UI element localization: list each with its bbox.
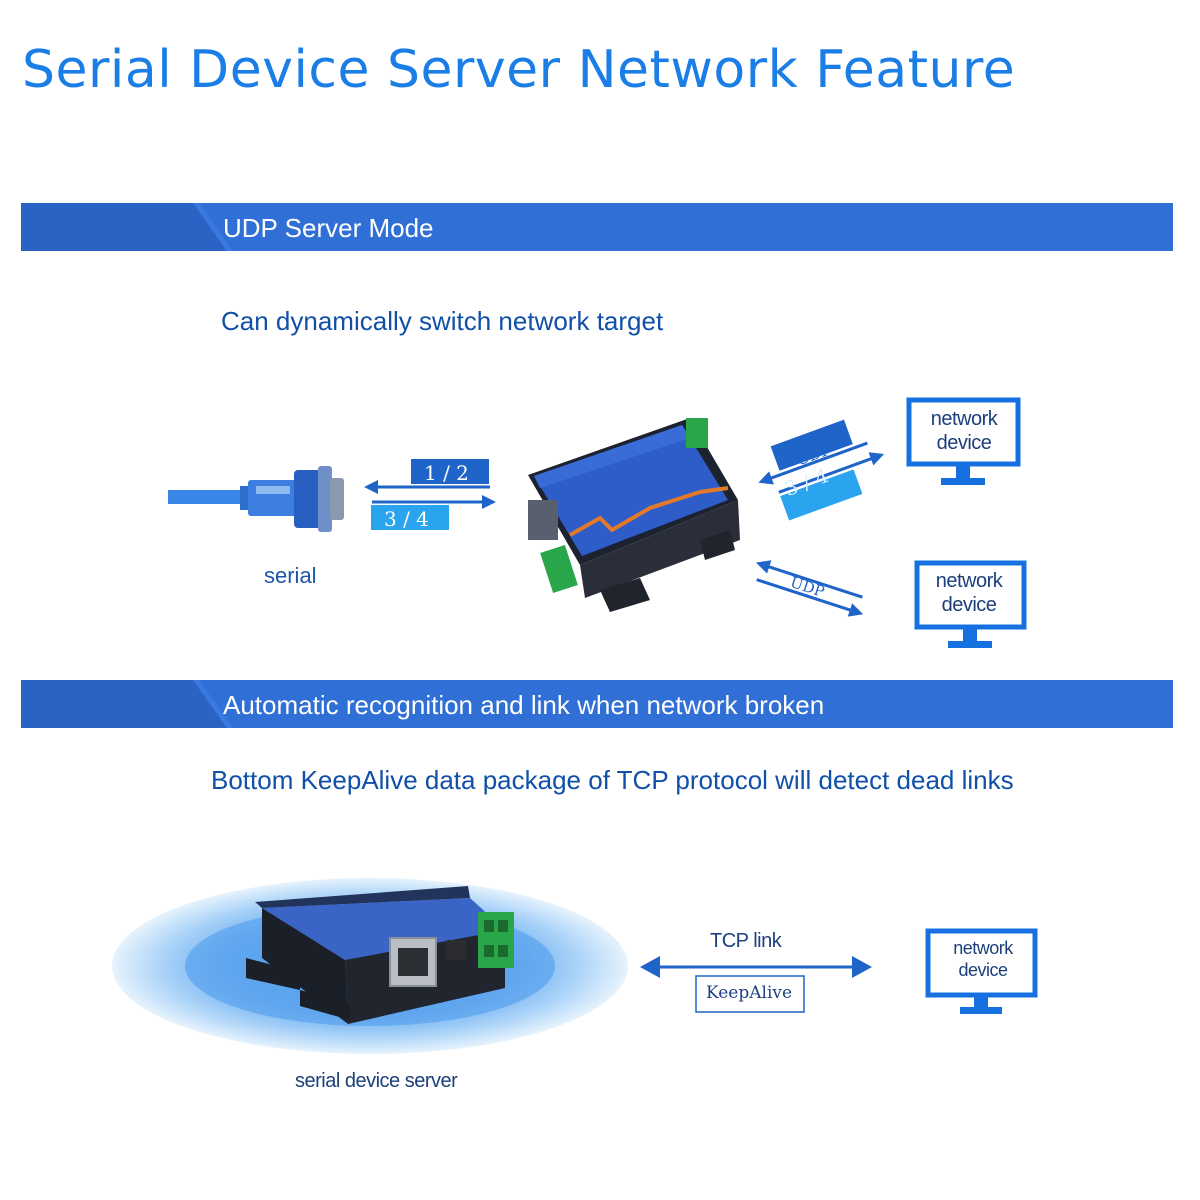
packet-1-2-left: [411, 459, 489, 484]
section-subtitle: Bottom KeepAlive data package of TCP pro…: [211, 765, 1014, 795]
section-banner-keepalive: Automatic recognition and link when netw…: [21, 680, 1173, 728]
packet-3-4-right: [780, 469, 863, 521]
network-device-label-3: network device: [948, 937, 1018, 981]
serial-connector-icon: [168, 466, 344, 532]
packet-label-1-2-left: 1 / 2: [424, 461, 469, 485]
device-label: serial device server: [295, 1070, 458, 1092]
tcp-link-label: TCP link: [710, 930, 782, 952]
left-packet-flow: [364, 459, 496, 530]
section-subtitle: Can dynamically switch network target: [221, 306, 664, 336]
keepalive-label: KeepAlive: [706, 983, 793, 1003]
network-device-label-1: network device: [929, 407, 999, 455]
network-device-label-line: device: [958, 960, 1008, 980]
section-banner-label: UDP Server Mode: [223, 213, 434, 243]
serial-device-server-top: [528, 418, 740, 612]
right-bottom-packet-flow: [755, 560, 864, 617]
right-top-packet-flow: [758, 419, 885, 521]
section-banner-label: Automatic recognition and link when netw…: [223, 690, 825, 720]
network-device-label-line: network: [930, 408, 998, 430]
serial-label: serial: [264, 563, 317, 588]
packet-3-4-left: [371, 505, 449, 530]
network-device-label-line: network: [935, 570, 1003, 592]
network-device-monitor-icon-2: [914, 560, 1027, 648]
packet-1-2-right: [770, 419, 853, 471]
section-banner-udp: UDP Server Mode: [21, 203, 1173, 251]
network-device-monitor-icon-1: [906, 397, 1021, 485]
network-device-label-2: network device: [934, 569, 1004, 617]
network-device-label-line: device: [936, 432, 992, 454]
packet-label-3-4-left: 3 / 4: [384, 507, 429, 531]
network-device-label-line: device: [941, 594, 997, 616]
network-device-label-line: network: [953, 938, 1013, 958]
page-title: Serial Device Server Network Feature: [22, 40, 1016, 100]
